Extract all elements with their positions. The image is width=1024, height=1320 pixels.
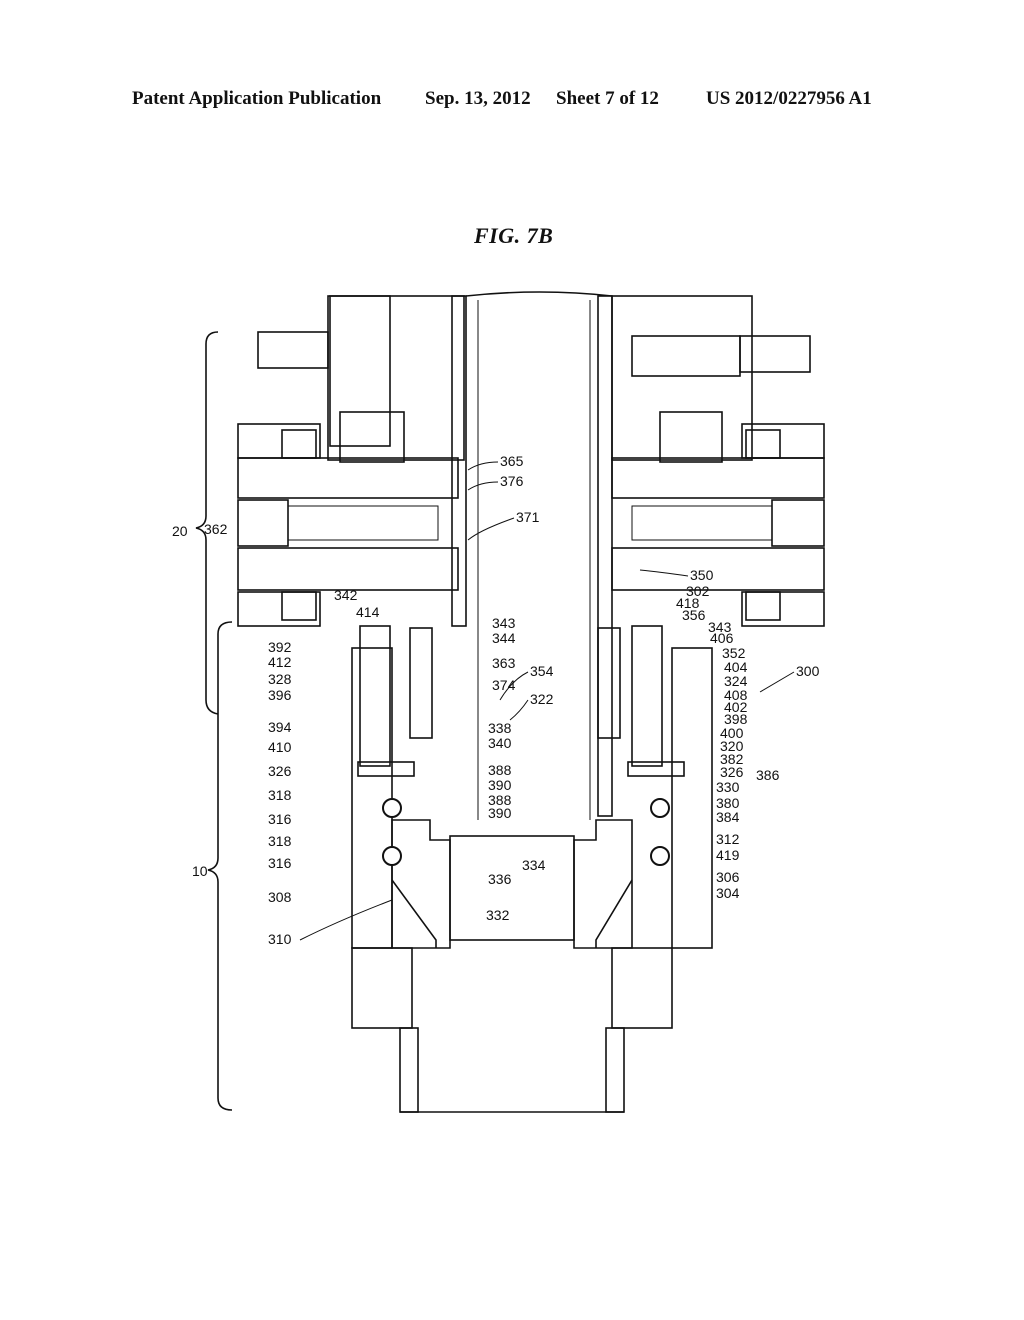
ref-label: 388 xyxy=(488,792,512,808)
ref-label: 408 xyxy=(724,687,748,703)
ref-label: 316 xyxy=(268,855,292,871)
ref-label: 336 xyxy=(488,871,512,887)
ref-label: 380 xyxy=(716,795,740,811)
ref-label: 419 xyxy=(716,847,740,863)
ref-label: 410 xyxy=(268,739,292,755)
ref-label: 328 xyxy=(268,671,292,687)
ref-label: 343 xyxy=(708,619,732,635)
figure-title: FIG. 7B xyxy=(474,223,554,248)
ref-label: 343 xyxy=(492,615,516,631)
flange-left xyxy=(237,295,465,627)
ref-label: 316 xyxy=(268,811,292,827)
ref-labels-center: 365 376 371 343 344 363 374 338 340 388 … xyxy=(486,453,554,923)
publication-label: Patent Application Publication xyxy=(132,88,382,109)
ref-label: 396 xyxy=(268,687,292,703)
lower-housing xyxy=(351,625,713,1113)
flange-right xyxy=(611,295,825,627)
ref-label: 306 xyxy=(716,869,740,885)
ref-label: 330 xyxy=(716,779,740,795)
ref-label: 418 xyxy=(676,595,700,611)
brace-lower xyxy=(207,621,233,1111)
ref-label: 363 xyxy=(492,655,516,671)
ref-label: 344 xyxy=(492,630,516,646)
ref-label: 338 xyxy=(488,720,512,736)
ref-label: 308 xyxy=(268,889,292,905)
ref-labels-left: 20 10 362 342 414 392 412 328 396 394 41… xyxy=(172,521,380,947)
ref-label: 356 xyxy=(682,607,706,623)
ref-label: 320 xyxy=(720,738,744,754)
sheet-number: Sheet 7 of 12 xyxy=(556,88,659,109)
ref-label: 390 xyxy=(488,805,512,821)
ref-label: 342 xyxy=(334,587,358,603)
center-bore xyxy=(451,291,613,820)
ref-label: 402 xyxy=(724,699,748,715)
ref-label: 371 xyxy=(516,509,540,525)
ref-label: 326 xyxy=(720,764,744,780)
ref-label: 318 xyxy=(268,787,292,803)
ref-label: 302 xyxy=(686,583,710,599)
brace-upper xyxy=(195,331,219,715)
ref-label: 362 xyxy=(204,521,228,537)
ref-label: 386 xyxy=(756,767,780,783)
ref-label: 318 xyxy=(268,833,292,849)
ref-label: 322 xyxy=(530,691,554,707)
ref-label: 365 xyxy=(500,453,524,469)
patent-number: US 2012/0227956 A1 xyxy=(706,88,872,109)
ref-label: 412 xyxy=(268,654,292,670)
ref-label: 350 xyxy=(690,567,714,583)
ref-label: 352 xyxy=(722,645,746,661)
ref-label: 388 xyxy=(488,762,512,778)
ref-label: 374 xyxy=(492,677,516,693)
ref-label: 404 xyxy=(724,659,748,675)
publication-date: Sep. 13, 2012 xyxy=(425,88,531,109)
ref-label: 392 xyxy=(268,639,292,655)
assembly-label-300: 300 xyxy=(796,663,820,679)
ref-label: 304 xyxy=(716,885,740,901)
ref-label: 414 xyxy=(356,604,380,620)
ref-label: 354 xyxy=(530,663,554,679)
ref-label: 332 xyxy=(486,907,510,923)
ref-label: 384 xyxy=(716,809,740,825)
ref-label: 394 xyxy=(268,719,292,735)
ref-label: 334 xyxy=(522,857,546,873)
ref-label: 376 xyxy=(500,473,524,489)
brace-label-10: 10 xyxy=(192,863,208,879)
ref-label: 324 xyxy=(724,673,748,689)
ref-label: 312 xyxy=(716,831,740,847)
ref-label: 310 xyxy=(268,931,292,947)
ref-label: 398 xyxy=(724,711,748,727)
ref-label: 406 xyxy=(710,630,734,646)
ref-labels-right: 350 302 418 356 343 406 352 404 324 408 … xyxy=(676,567,820,901)
ref-label: 390 xyxy=(488,777,512,793)
leader-lines xyxy=(299,461,795,941)
ref-label: 400 xyxy=(720,725,744,741)
brace-label-20: 20 xyxy=(172,523,188,539)
ref-label: 382 xyxy=(720,751,744,767)
ref-label: 326 xyxy=(268,763,292,779)
ref-label: 340 xyxy=(488,735,512,751)
